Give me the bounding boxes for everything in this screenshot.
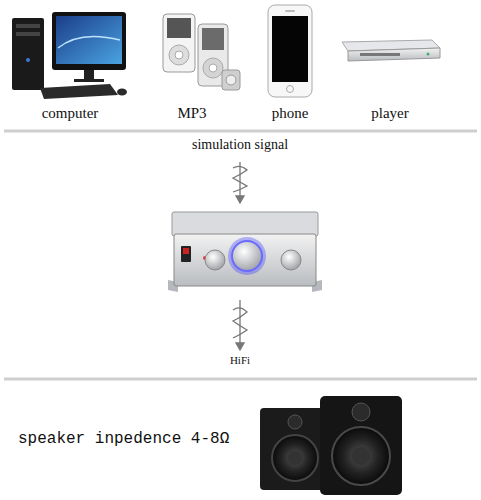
signal-label: simulation signal <box>192 137 288 154</box>
device-label: computer <box>42 104 99 122</box>
speakers-icon <box>260 396 402 495</box>
phone-icon <box>268 5 312 97</box>
separator <box>4 130 477 133</box>
output-label: HiFi <box>230 354 250 367</box>
computer-icon <box>12 12 127 99</box>
signal-arrow <box>233 162 247 203</box>
separator <box>4 378 477 381</box>
device-label: player <box>371 104 408 122</box>
amplifier-icon <box>168 212 322 292</box>
speaker-note: speaker inpedence 4-8Ω <box>18 430 229 449</box>
device-label: MP3 <box>177 104 206 122</box>
signal-arrow <box>233 300 247 350</box>
mp3-icon <box>163 14 240 90</box>
dvd-player-icon <box>342 40 440 61</box>
device-label: phone <box>272 104 309 122</box>
